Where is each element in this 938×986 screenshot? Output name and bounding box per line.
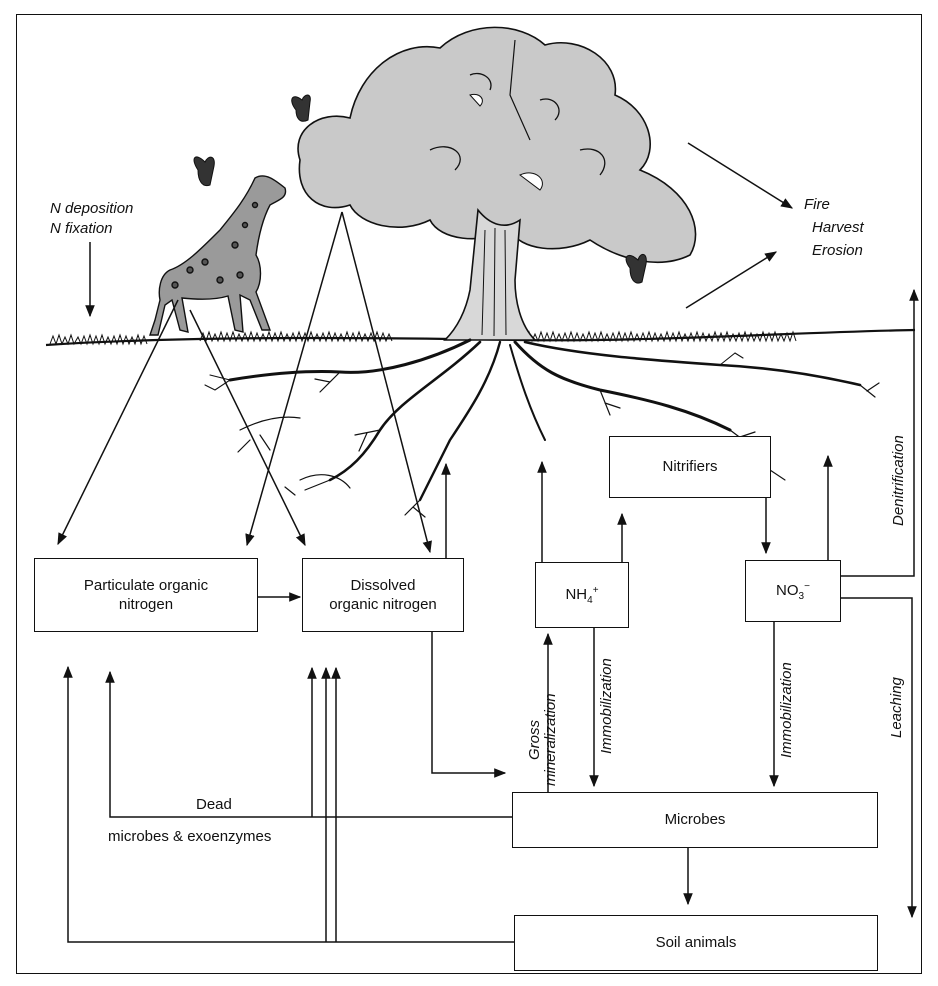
arrow-soil-to-pon [63,665,514,943]
nh4-base: NH [565,586,588,604]
label-n-deposition: N deposition [50,200,134,217]
arrow-giraffe-pon [57,299,179,546]
arrow-denitrification [840,288,919,577]
pon-label-line2: nitrogen [118,596,174,613]
label-fire: Fire [804,196,830,213]
arrow-canopy-pon [245,211,343,547]
label-gross: Gross [526,719,543,760]
label-mineralization: mineralization [542,693,559,786]
flow-arrows [57,142,919,943]
box-nitrifiers: Nitrifiers [609,436,771,498]
diagram-frame [16,14,922,974]
tree-roots [204,338,880,518]
pon-label-line1: Particulate organic [83,576,209,594]
tree-canopy [297,26,697,263]
label-erosion: Erosion [812,242,863,259]
label-harvest: Harvest [812,219,864,236]
no3-superscript: − [804,581,810,593]
soil-animals-label: Soil animals [655,934,737,952]
arrow-giraffe-don [189,309,306,547]
box-dissolved-organic-nitrogen: Dissolved organic nitrogen [302,558,464,632]
don-label-line2: organic nitrogen [329,596,437,613]
box-particulate-organic-nitrogen: Particulate organic nitrogen [34,558,258,632]
nh4-superscript: + [592,585,599,597]
no3-base: NO [776,582,799,600]
arrow-leaching [840,597,917,919]
label-immobilization-nh4: Immobilization [598,658,615,754]
arrow-don-microbes [431,632,507,778]
arrow-ground-loss [685,251,778,309]
label-dead-detail: microbes & exoenzymes [108,828,272,845]
box-soil-animals: Soil animals [514,915,878,971]
giraffe-illustration [149,175,287,336]
arrow-canopy-loss [687,142,794,209]
arrow-canopy-don [341,211,432,554]
microbes-label: Microbes [664,811,726,829]
label-denitrification: Denitrification [890,435,907,526]
label-dead: Dead [196,796,232,813]
label-leaching: Leaching [888,677,905,738]
arrow-dead-to-pon [105,670,512,818]
tree-trunk [443,207,537,341]
nh4-subscript: 4 [587,595,593,607]
label-n-fixation: N fixation [50,220,113,237]
label-immobilization-no3: Immobilization [778,662,795,758]
no3-subscript: 3 [798,591,805,603]
don-label-line1: Dissolved [350,576,416,594]
box-nitrate: NO3− [745,560,841,622]
nitrifiers-label: Nitrifiers [662,458,718,476]
butterfly-icon [193,94,647,284]
box-ammonium: NH4+ [535,562,629,628]
box-microbes: Microbes [512,792,878,848]
